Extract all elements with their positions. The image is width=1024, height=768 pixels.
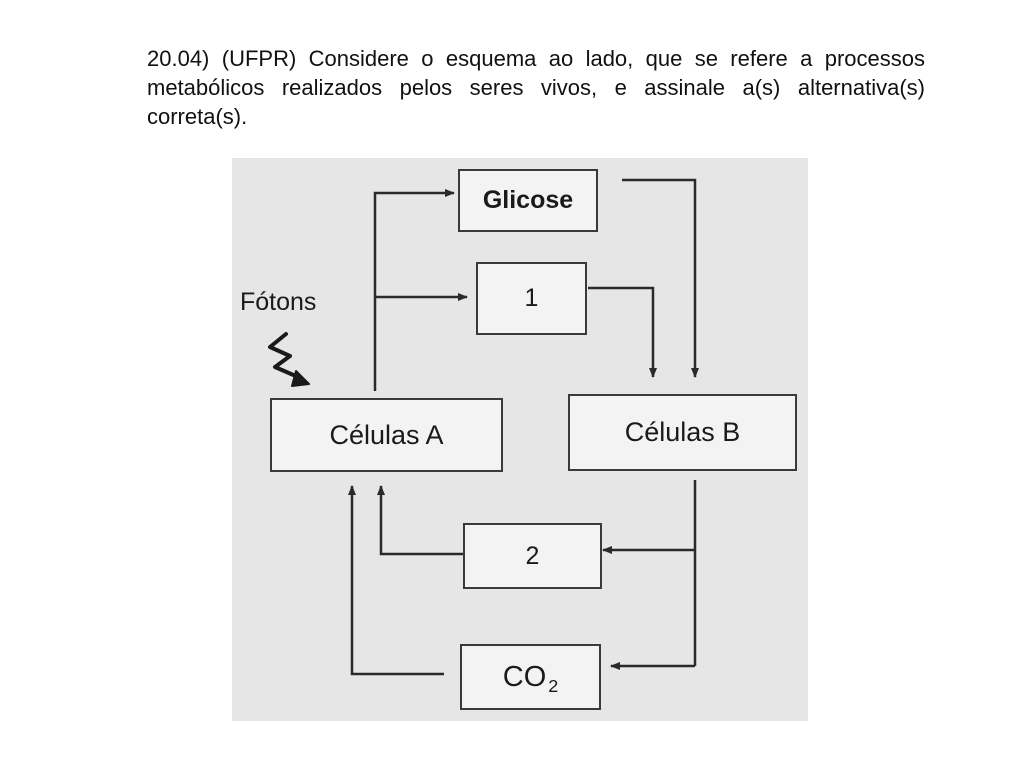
cells-b-label: Células B	[624, 417, 741, 447]
metabolic-diagram: Glicose 1 Fótons Células A Células B 2 C…	[232, 158, 808, 721]
box2-label: 2	[525, 541, 540, 570]
glucose-label: Glicose	[482, 186, 574, 214]
arrow-box2-to-cells-a	[377, 485, 465, 556]
photons-label: Fótons	[240, 288, 317, 316]
co2-subscript: 2	[548, 675, 559, 696]
cells-a-box: Células A	[270, 398, 503, 472]
process-box-1: 1	[476, 262, 587, 335]
process-box-2: 2	[463, 523, 602, 589]
cells-b-box: Células B	[568, 394, 797, 471]
arrow-co2-to-cells-a	[348, 485, 444, 676]
photon-arrow-icon	[268, 332, 310, 387]
diagram-connectors	[268, 178, 699, 676]
box1-label: 1	[524, 284, 539, 312]
arrow-box1-to-cells-b	[588, 286, 657, 378]
arrow-cells-a-to-glucose	[373, 189, 455, 391]
arrow-glucose-to-cells-b	[622, 178, 699, 378]
co2-main: CO	[502, 660, 547, 693]
cells-a-label: Células A	[329, 419, 444, 450]
question-text: 20.04) (UFPR) Considere o esquema ao lad…	[147, 46, 925, 129]
glucose-box: Glicose	[458, 169, 598, 232]
